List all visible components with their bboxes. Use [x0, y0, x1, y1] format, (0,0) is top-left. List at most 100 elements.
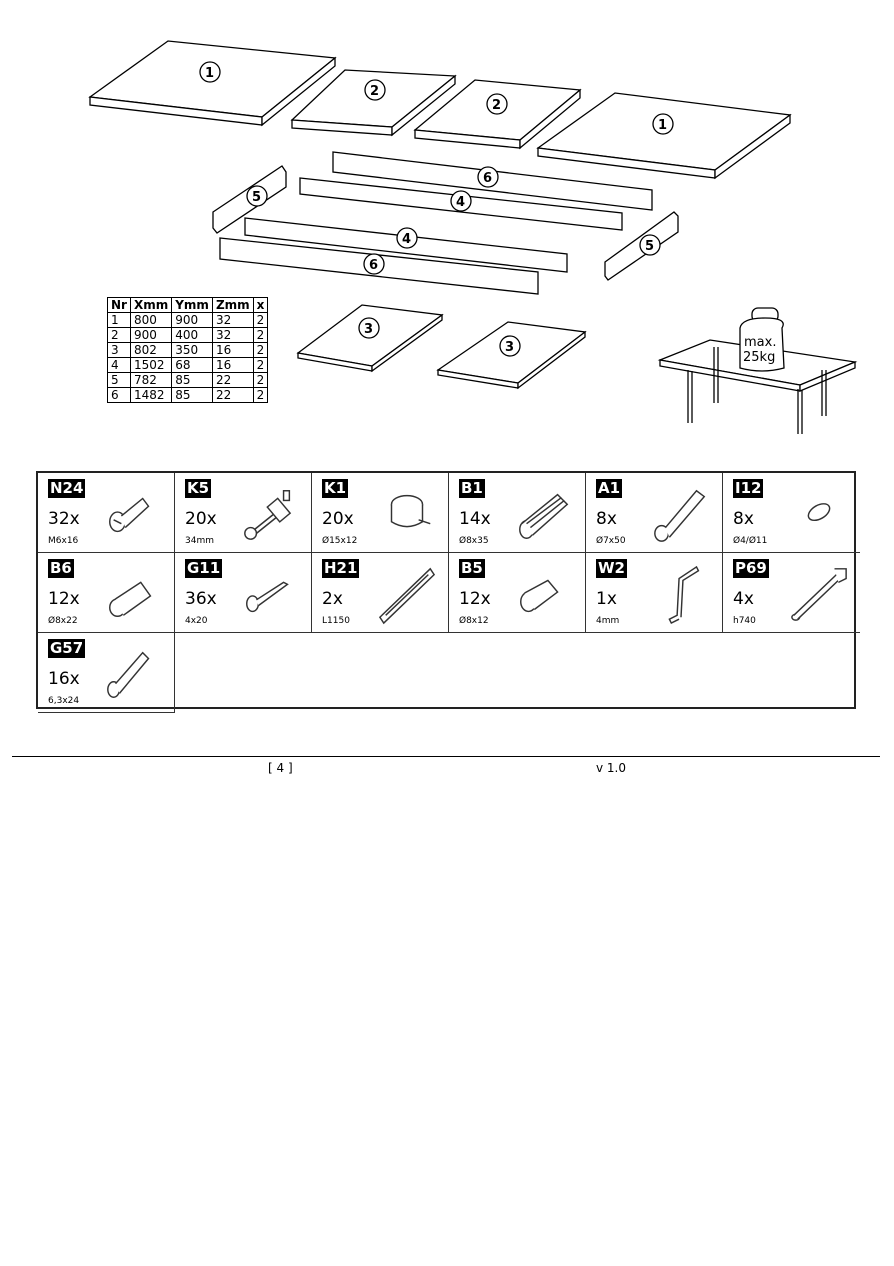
hardware-grid: N24 32x M6x16 K5 20x 34mm K1 20x Ø15x12 …	[36, 471, 860, 713]
panel-3-left: 3	[296, 304, 444, 373]
hardware-quantity: 20x	[185, 509, 217, 529]
hardware-size: 4x20	[185, 616, 208, 626]
rail-4-lower: 4	[244, 217, 568, 273]
part-label: 6	[369, 258, 378, 273]
table-cell: 1	[107, 312, 131, 328]
table-header-row: Nr Xmm Ymm Zmm x	[107, 297, 269, 313]
hardware-code: B6	[48, 559, 74, 578]
table-cell: 16	[211, 357, 254, 373]
threaded-insert-icon	[520, 579, 559, 613]
hardware-item-a1: A1 8x Ø7x50	[586, 473, 723, 553]
rail-4-upper: 4	[299, 177, 623, 231]
hardware-item-h21: H21 2x L1150	[312, 553, 449, 633]
table-leg-icon	[791, 568, 847, 621]
header-nr: Nr	[107, 297, 131, 313]
hardware-code: G11	[185, 559, 223, 578]
part-label: 4	[456, 195, 465, 210]
table-cell: 32	[211, 327, 254, 343]
weight-value-label: 25kg	[743, 350, 775, 365]
slide-rail-icon	[378, 567, 436, 625]
hardware-size: Ø8x22	[48, 616, 78, 626]
hardware-item-b1: B1 14x Ø8x35	[449, 473, 586, 553]
hardware-item-g57: G57 16x 6,3x24	[38, 633, 175, 713]
part-label: 6	[483, 171, 492, 186]
hardware-item-b5: B5 12x Ø8x12	[449, 553, 586, 633]
hardware-code: H21	[322, 559, 360, 578]
wood-dowel-icon	[519, 493, 569, 539]
hardware-size: L1150	[322, 616, 350, 626]
hardware-size: Ø15x12	[322, 536, 358, 546]
hardware-size: h740	[733, 616, 756, 626]
hardware-code: I12	[733, 479, 764, 498]
table-cell: 2	[252, 372, 269, 388]
table-cell: 2	[252, 387, 269, 403]
hardware-quantity: 16x	[48, 669, 80, 689]
table-cell: 85	[171, 372, 213, 388]
header-x: x	[252, 297, 269, 313]
hardware-size: Ø8x12	[459, 616, 489, 626]
table-cell: 900	[129, 327, 173, 343]
hardware-size: 34mm	[185, 536, 214, 546]
hardware-quantity: 14x	[459, 509, 491, 529]
hardware-size: Ø8x35	[459, 536, 489, 546]
side-5-left: 5	[212, 165, 287, 234]
hardware-code: P69	[733, 559, 769, 578]
hardware-size: Ø7x50	[596, 536, 626, 546]
footer-divider	[12, 756, 880, 757]
table-cell: 22	[211, 372, 254, 388]
connector-bolt-icon	[244, 490, 292, 540]
table-cell: 5	[107, 372, 131, 388]
hardware-size: 4mm	[596, 616, 620, 626]
rail-6-upper: 6	[332, 151, 653, 211]
hardware-code: W2	[596, 559, 627, 578]
wood-screw-icon	[246, 581, 289, 613]
table-cell: 32	[211, 312, 254, 328]
table-cell: 3	[107, 342, 131, 358]
table-load-illustration: max. 25kg	[657, 307, 858, 434]
part-label: 3	[364, 322, 373, 337]
part-label: 1	[205, 66, 214, 81]
table-cell: 2	[252, 342, 269, 358]
hardware-item-k5: K5 20x 34mm	[175, 473, 312, 553]
table-cell: 782	[129, 372, 173, 388]
header-zmm: Zmm	[211, 297, 254, 313]
panel-3-right: 3	[436, 321, 587, 390]
hardware-size: M6x16	[48, 536, 79, 546]
panel-1-left: 1	[88, 40, 337, 127]
table-cell: 2	[107, 327, 131, 343]
hardware-item-i12: I12 8x Ø4/Ø11	[723, 473, 860, 553]
part-label: 3	[505, 340, 514, 355]
hardware-quantity: 36x	[185, 589, 217, 609]
hardware-item-b6: B6 12x Ø8x22	[38, 553, 175, 633]
version-label: v 1.0	[596, 761, 626, 775]
hardware-item-k1: K1 20x Ø15x12	[312, 473, 449, 553]
hardware-code: K1	[322, 479, 349, 498]
table-cell: 1482	[129, 387, 173, 403]
table-cell: 2	[252, 327, 269, 343]
hardware-size: 6,3x24	[48, 696, 80, 706]
table-cell: 350	[171, 342, 213, 358]
hardware-code: B5	[459, 559, 485, 578]
exploded-parts-diagram: 1 2 2 1 6 4 5 4 6 5	[88, 40, 858, 434]
cap-icon	[807, 503, 831, 522]
page-number: [ 4 ]	[268, 761, 293, 775]
hardware-code: N24	[48, 479, 86, 498]
hardware-item-g11: G11 36x 4x20	[175, 553, 312, 633]
table-cell: 4	[107, 357, 131, 373]
hardware-quantity: 8x	[733, 509, 754, 529]
hardware-quantity: 2x	[322, 589, 343, 609]
panel-1-right: 1	[536, 92, 792, 180]
table-cell: 2	[252, 357, 269, 373]
cam-lock-icon	[390, 494, 431, 528]
weight-max-label: max.	[744, 335, 776, 350]
hardware-quantity: 12x	[48, 589, 80, 609]
table-cell: 6	[107, 387, 131, 403]
header-xmm: Xmm	[129, 297, 173, 313]
hardware-quantity: 8x	[596, 509, 617, 529]
table-cell: 800	[129, 312, 173, 328]
side-5-right: 5	[604, 211, 679, 281]
